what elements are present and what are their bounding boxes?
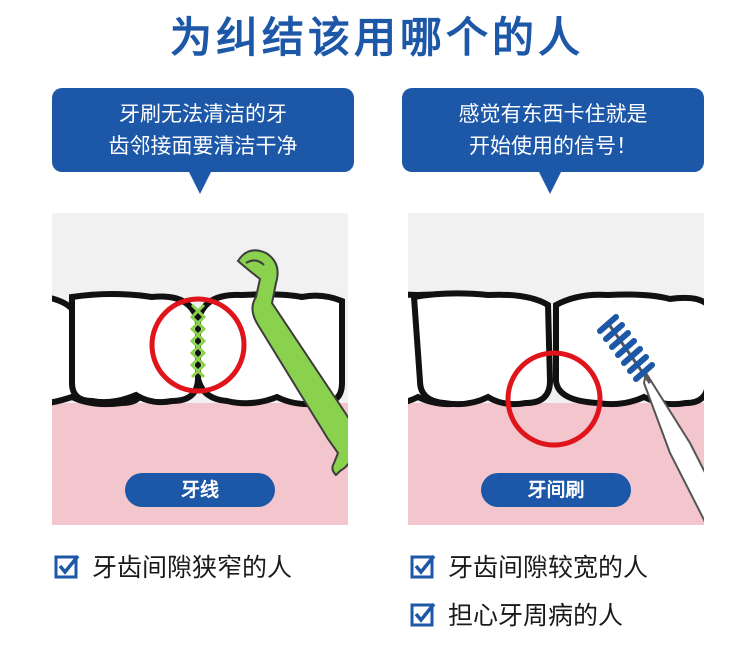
checkbox-check-icon [410,602,436,627]
checkbox-check-icon [54,554,80,579]
checkbox-check-icon [410,554,436,579]
right-bubble-line-1: 感觉有东西卡住就是 [458,102,648,126]
right-check-item-1: 牙齿间隙较宽的人 [410,548,648,584]
left-check-item: 牙齿间隙狭窄的人 [54,548,292,584]
floss-pick-icon [236,249,348,477]
teeth-floss-illustration [52,249,348,525]
right-bubble-line-2: 开始使用的信号！ [469,134,637,158]
teeth-brush-illustration [408,290,704,525]
left-bubble-line-1: 牙刷无法清洁的牙 [119,102,287,126]
left-check-text: 牙齿间隙狭窄的人 [92,553,293,582]
right-check-item-2: 担心牙周病的人 [410,596,623,632]
page-title: 为纠结该用哪个的人 [169,13,584,62]
right-speech-bubble: 感觉有东西卡住就是 开始使用的信号！ [402,88,704,194]
floss-label: 牙线 [125,473,275,507]
interdental-brush-label: 牙间刷 [481,473,631,507]
left-bubble-line-2: 齿邻接面要清洁干净 [108,134,298,158]
floss-illustration-panel: 牙线 [52,213,348,525]
interdental-brush-illustration-panel: 牙间刷 [408,213,704,525]
right-check-text-2: 担心牙周病的人 [448,601,624,630]
interdental-brush-icon [597,314,704,522]
right-check-text-1: 牙齿间隙较宽的人 [448,553,649,582]
left-speech-bubble: 牙刷无法清洁的牙 齿邻接面要清洁干净 [52,88,354,194]
